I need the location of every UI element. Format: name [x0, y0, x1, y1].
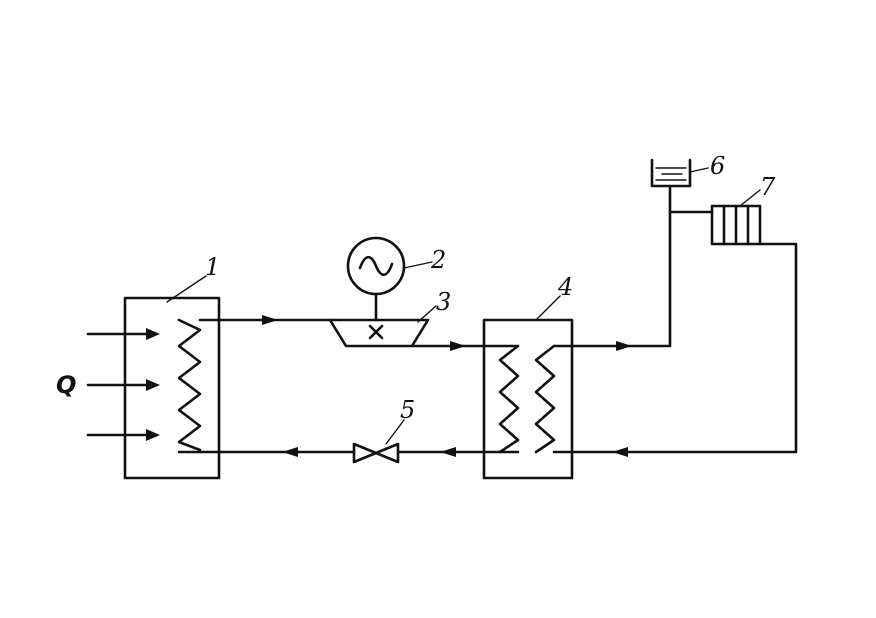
valve	[352, 442, 400, 464]
tank-label: 6	[710, 152, 725, 180]
radiator-leader	[739, 189, 761, 207]
flow-arrow-1	[262, 315, 278, 325]
pipe-coolant-return	[552, 242, 798, 454]
valve-label: 5	[400, 396, 415, 424]
flow-arrow-3	[616, 341, 632, 351]
flow-arrow-4	[612, 447, 628, 457]
tank	[650, 158, 692, 188]
turbine-label: 3	[436, 288, 451, 316]
condenser-leader	[535, 295, 561, 321]
heat-input-arrows	[86, 328, 160, 441]
radiator	[710, 204, 762, 246]
condenser-coil-left	[498, 344, 520, 454]
flow-arrow-2	[450, 341, 466, 351]
radiator-label: 7	[760, 173, 776, 201]
turbine	[328, 318, 430, 348]
sine-wave-icon	[358, 255, 394, 277]
generator-label: 2	[430, 246, 446, 274]
valve-leader	[385, 419, 405, 445]
generator	[346, 236, 406, 322]
evaporator-label: 1	[205, 253, 220, 281]
flow-arrow-5	[440, 447, 456, 457]
evaporator-leader	[166, 275, 207, 303]
condenser	[482, 318, 574, 480]
flow-arrow-6	[282, 447, 298, 457]
turbine-leader	[417, 305, 437, 323]
heat-input-label: Q	[56, 371, 76, 399]
tank-leader	[689, 167, 709, 173]
condenser-label: 4	[557, 273, 573, 301]
pipe-coolant-out	[552, 186, 672, 348]
generator-leader	[403, 261, 433, 269]
evaporator-coil	[177, 318, 202, 452]
condenser-coil-right	[534, 344, 556, 454]
